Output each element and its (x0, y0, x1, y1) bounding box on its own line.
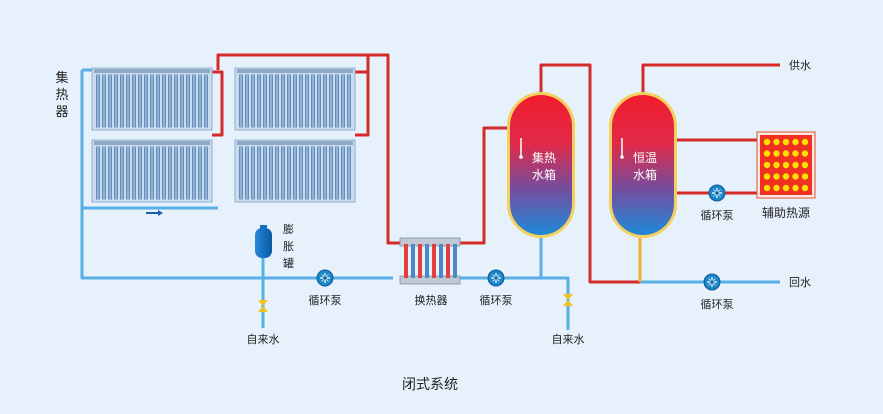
collector-water-tank: 集热 水箱 (507, 92, 575, 238)
collector-hot-outlet-pipe (216, 53, 400, 245)
exchanger-to-tank1-hot-pipe (460, 126, 513, 245)
pump-1-label: 循环泵 (309, 294, 342, 307)
collector-label-2: 热 (55, 88, 68, 103)
heat-exchanger-icon (399, 237, 461, 285)
expansion-tank-label-3: 罐 (283, 257, 294, 270)
flow-arrow-icon (146, 210, 163, 216)
panel-connect-pipe-1 (212, 70, 224, 137)
supply-water-pipe (641, 63, 780, 92)
tank2-label-1: 恒温 (633, 151, 657, 165)
tap-water-2-pipe (541, 276, 570, 330)
hot-pipes (212, 53, 780, 284)
panel-connect-pipe-2 (355, 70, 370, 137)
collector-label-3: 器 (55, 105, 68, 120)
expansion-tank-label-1: 膨 (283, 222, 294, 236)
pump-icon (487, 269, 505, 287)
pump-group (316, 184, 726, 291)
pump-4-label: 循环泵 (701, 298, 734, 311)
tap-water-2-label: 自来水 (552, 333, 585, 346)
supply-water-label: 供水 (789, 58, 811, 72)
solar-panel-icon (234, 139, 356, 203)
heat-exchanger-label: 换热器 (415, 293, 448, 307)
solar-panel-icon (91, 67, 213, 131)
thermometer-icon (519, 138, 523, 159)
thermometer-icon (620, 138, 624, 159)
tank1-label-1: 集热 (532, 150, 556, 165)
valve-icon (258, 300, 268, 312)
valve-icon (563, 294, 573, 306)
pump-icon (316, 269, 334, 287)
collector-cold-inlet-pipe (80, 70, 393, 280)
pump-3-label: 循环泵 (701, 209, 734, 222)
diagram-caption: 闭式系统 (402, 377, 458, 393)
solar-panel-icon (234, 67, 356, 131)
expansion-tank-icon (255, 225, 272, 258)
tank1-label-2: 水箱 (532, 167, 556, 182)
expansion-tank-label-2: 胀 (283, 240, 294, 253)
aux-heat-source-label: 辅助热源 (762, 206, 810, 220)
solar-collector-array (91, 67, 356, 203)
solar-panel-icon (91, 139, 213, 203)
tap-water-1-label: 自来水 (247, 333, 280, 346)
return-water-label: 回水 (789, 276, 811, 289)
tank2-label-2: 水箱 (633, 167, 657, 182)
constant-temperature-tank: 恒温 水箱 (609, 92, 677, 238)
tank1-to-tank2-pipe (539, 63, 640, 284)
pump-2-label: 循环泵 (480, 294, 513, 307)
collector-label-1: 集 (55, 70, 68, 86)
pump-icon (708, 184, 726, 202)
pump-icon (703, 273, 721, 291)
aux-heater-icon (756, 131, 816, 199)
